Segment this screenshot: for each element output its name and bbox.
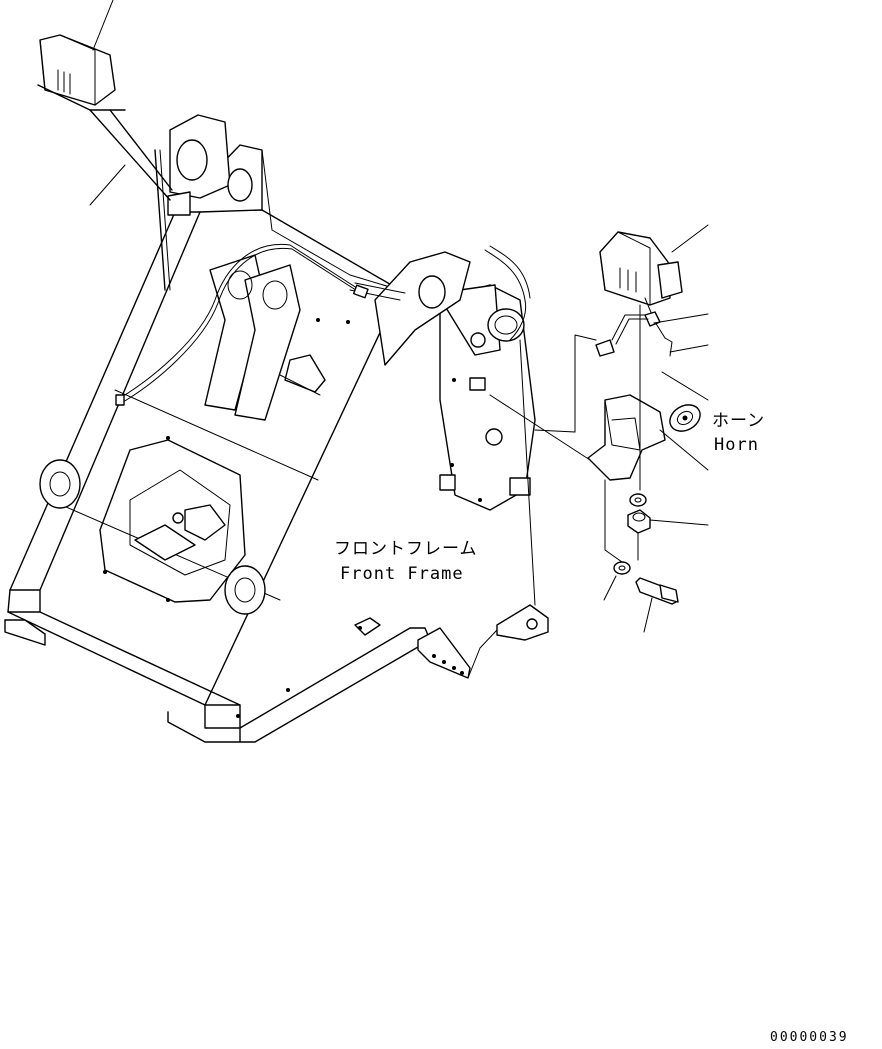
horn-label-en: Horn — [714, 435, 759, 455]
front-frame — [5, 115, 400, 742]
right-column — [350, 246, 535, 510]
right-base-rail — [240, 605, 548, 742]
front-frame-label-en: Front Frame — [340, 564, 464, 584]
horn-assembly — [588, 232, 705, 604]
leader-lines — [90, 0, 708, 678]
horn-label-jp: ホーン — [712, 411, 766, 431]
drawing-code: 00000039 — [770, 1030, 849, 1045]
left-lamp-assembly — [38, 35, 172, 290]
front-frame-label-jp: フロントフレーム — [334, 539, 478, 559]
